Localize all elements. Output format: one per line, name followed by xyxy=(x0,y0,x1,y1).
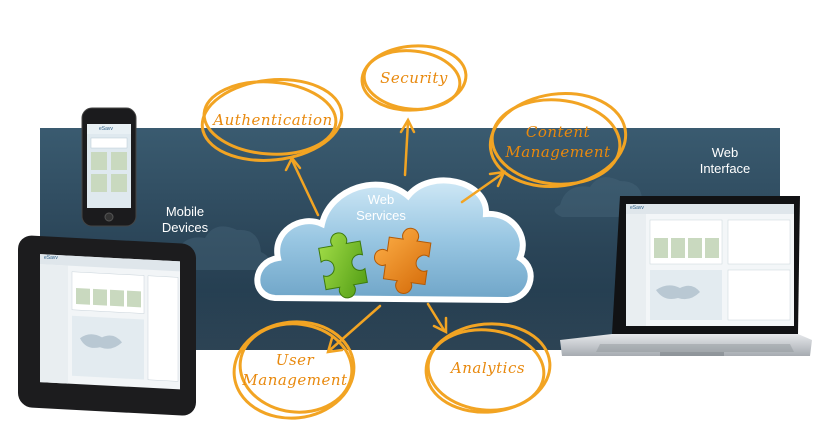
green-puzzle-piece xyxy=(318,232,368,299)
content-management-label: Content Management xyxy=(505,123,611,161)
analytics-label: Analytics xyxy=(450,359,526,377)
laptop xyxy=(560,196,812,356)
phone-brand-logo: eSavv xyxy=(99,126,113,132)
tablet-brand-logo: eSavv xyxy=(44,255,58,261)
arrow-analytics xyxy=(426,302,446,332)
laptop-brand-logo: eSavv xyxy=(630,205,644,211)
bubble-analytics xyxy=(424,322,552,414)
security-label: Security xyxy=(380,69,448,87)
arrow-security xyxy=(403,120,410,177)
orange-puzzle-piece xyxy=(374,227,432,294)
bubble-user-management xyxy=(232,320,356,420)
mobile-devices-label: Mobile Devices xyxy=(161,204,209,235)
arrow-authentication xyxy=(290,158,320,217)
bubble-outlines xyxy=(200,44,628,420)
authentication-label: Authentication xyxy=(213,111,333,129)
tablet xyxy=(18,235,196,416)
arrow-content-management xyxy=(460,172,504,204)
bubble-authentication xyxy=(200,78,344,162)
web-interface-label: Web Interface xyxy=(699,145,751,176)
web-services-label: Web Services xyxy=(356,192,406,223)
smartphone xyxy=(81,107,137,227)
arrow-user-management xyxy=(328,304,382,352)
user-management-label: User Management xyxy=(242,351,348,389)
